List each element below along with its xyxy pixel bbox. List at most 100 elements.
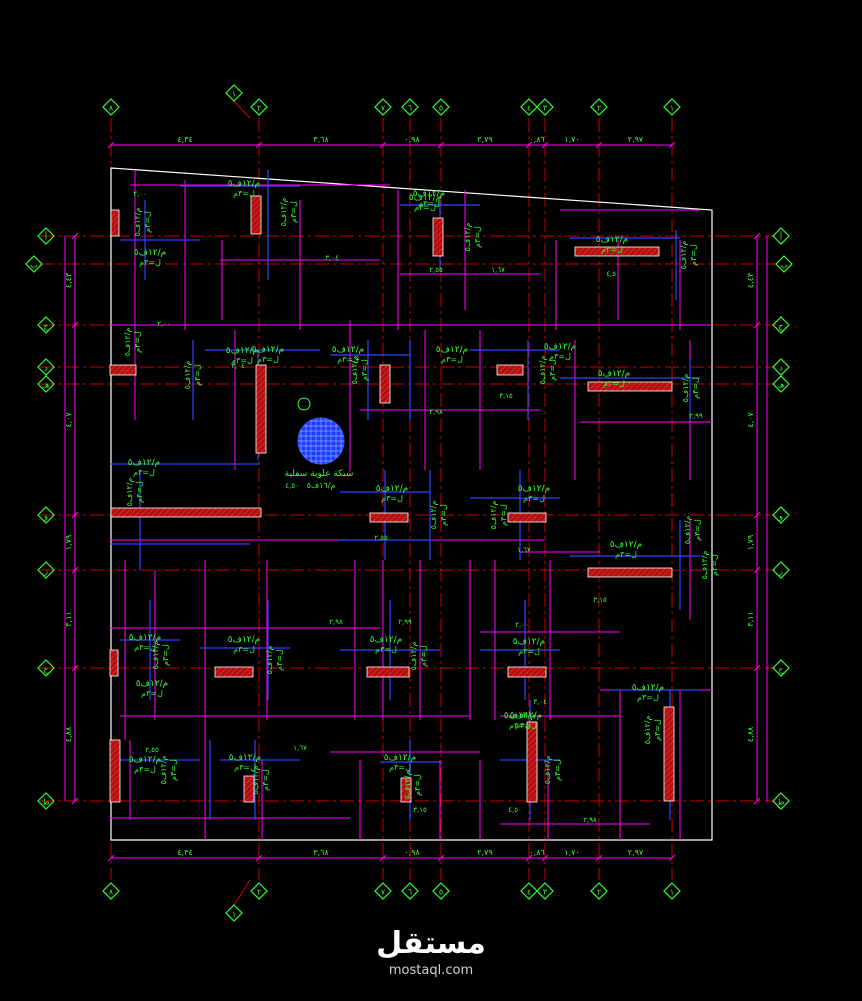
- axis-bubble-top: ٢: [250, 98, 268, 116]
- dim-tick: [437, 854, 445, 862]
- dim-tick: [525, 141, 533, 149]
- rebar-label: م/١٢ف٥: [129, 755, 161, 765]
- axis-bubble-shape: [37, 358, 55, 376]
- axis-bubble-shape: [250, 882, 268, 900]
- slab-outline: [110, 167, 713, 841]
- dim-label: ٤,٨٨: [746, 726, 755, 742]
- dim-tick: [71, 321, 79, 329]
- rebar-label: م/١٢ف٥: [384, 753, 416, 763]
- dim-tick: [107, 141, 115, 149]
- axis-bubble-shape: [37, 316, 55, 334]
- small-dimension-label: ٢,٥٥: [374, 534, 388, 542]
- rebar-length-label: ل=٣م: [375, 645, 397, 654]
- rebar-label: م/١٢ف٥: [228, 179, 260, 189]
- axis-bubble-label: ٤: [527, 104, 531, 113]
- dim-label: ٣,٦٨: [313, 848, 329, 857]
- rebar-length-label: ل=٣م: [523, 494, 545, 503]
- rebar-label: م/١٢ف٥: [510, 711, 542, 721]
- dim-tick: [541, 141, 549, 149]
- rebar-length-label: ل=٣م: [289, 201, 298, 223]
- axis-bubble-label: ح: [778, 665, 784, 674]
- rebar-label: م/١٢ف٥: [376, 484, 408, 494]
- rebar-label: م/١٢ف٥: [429, 501, 438, 530]
- rebar-label: م/١٢ف٥: [409, 642, 418, 671]
- rebar-label: م/١٢ف٥: [279, 198, 288, 227]
- axis-bubble-label: ج: [778, 322, 784, 331]
- rebar-label: م/١٢ف٥: [125, 478, 134, 507]
- column: [507, 512, 547, 523]
- axis-bubble-right: د: [772, 358, 790, 376]
- axis-bubble-label: ب: [780, 261, 788, 270]
- rebar-label: م/١٢ف٥: [683, 516, 692, 545]
- axis-bubble-label: ٧: [381, 104, 386, 113]
- rebar-length-label: ل=٣م: [615, 550, 637, 559]
- axis-bubble-label: أ: [45, 232, 47, 242]
- axis-bubble-right: ب: [775, 255, 793, 273]
- axis-bubble-bottom: ٢: [590, 882, 608, 900]
- axis-bubble-top: ٢: [590, 98, 608, 116]
- dim-label: ٢,٩٧: [628, 135, 644, 144]
- rebar-length-label: ل=٣م: [693, 519, 702, 541]
- axis-bubble-shape: [772, 561, 790, 579]
- column: [250, 195, 262, 235]
- axis-bubble-label: ٥: [439, 104, 443, 113]
- column: [587, 381, 673, 392]
- axis-bubble-shape: [536, 98, 554, 116]
- watermark-logo: مستقل: [376, 926, 486, 961]
- rebar-label: م/١٢ف٥: [151, 641, 160, 670]
- axis-bubble-bottom: ١: [663, 882, 681, 900]
- rebar-length-label: ل=٣م: [261, 769, 270, 791]
- dim-label: ٤,٤٣: [746, 272, 755, 288]
- axis-bubble-label: ٨: [109, 104, 114, 113]
- axis-bubble-label: ٦: [408, 888, 412, 897]
- axis-bubble-label: ط: [42, 798, 49, 807]
- rebar-length-label: ل=٣م: [473, 226, 482, 248]
- small-dimension-label: ٢,٥٥: [145, 746, 159, 754]
- small-dimension-label: ٤,٥٠: [508, 806, 522, 814]
- axis-bubble-label: ٧: [381, 888, 386, 897]
- column: [110, 209, 120, 237]
- rebar-length-label: ل=٣م: [389, 763, 411, 772]
- dim-label: ٠,٩٨: [404, 135, 420, 144]
- axis-bubble-shape: [37, 227, 55, 245]
- rebar-length-label: ل=٣م: [133, 331, 142, 353]
- axis-bubble-bottom: ٤: [520, 882, 538, 900]
- dim-tick: [71, 511, 79, 519]
- axis-bubble-label: ١: [232, 910, 236, 919]
- rebar-length-label: ل=٣م: [441, 355, 463, 364]
- axis-bubble-label: ٨: [109, 888, 114, 897]
- column: [110, 507, 262, 518]
- rebar-length-label: ل=٣م: [548, 359, 557, 381]
- axis-bubble-bottom: ٦: [401, 882, 419, 900]
- rebar-label: م/١٢ف٥: [226, 346, 258, 356]
- column: [366, 666, 410, 678]
- axis-bubble-shape: [37, 506, 55, 524]
- axis-bubble-label: ح: [43, 665, 49, 674]
- rebar-length-label: ل=٣م: [419, 645, 428, 667]
- rebar-lines: [110, 170, 712, 840]
- opening-label: شبكة علوية سفلية: [285, 469, 354, 479]
- rebar-label: م/١٢ف٥: [610, 540, 642, 550]
- dim-tick: [255, 141, 263, 149]
- axis-bubble-shape: [772, 358, 790, 376]
- axis-bubble-top: ٨: [102, 98, 120, 116]
- slab-boundary: [110, 167, 713, 841]
- dim-label: ١,٧٩: [64, 535, 73, 550]
- dim-tick: [595, 854, 603, 862]
- rebar-length-label: ل=٣م: [518, 647, 540, 656]
- axis-bubble-label: ج: [43, 322, 49, 331]
- small-dimension-label: ٤,٥٠: [606, 270, 620, 278]
- small-dimension-label: ١,٦٧: [293, 744, 307, 752]
- axis-bubble-shape: [536, 882, 554, 900]
- axis-bubble-shape: [663, 98, 681, 116]
- axis-bubble-label: و: [43, 512, 48, 521]
- rebar-length-label: ل=٣م: [499, 504, 508, 526]
- dim-tick: [753, 566, 761, 574]
- rebar-length-label: ل=٣م: [553, 759, 562, 781]
- dim-label: ٠,٨٦: [529, 135, 544, 144]
- column: [214, 666, 254, 678]
- dim-tick: [753, 664, 761, 672]
- rebar-label: م/١٢ف٥: [159, 756, 168, 785]
- axis-bubble-shape: [772, 375, 790, 393]
